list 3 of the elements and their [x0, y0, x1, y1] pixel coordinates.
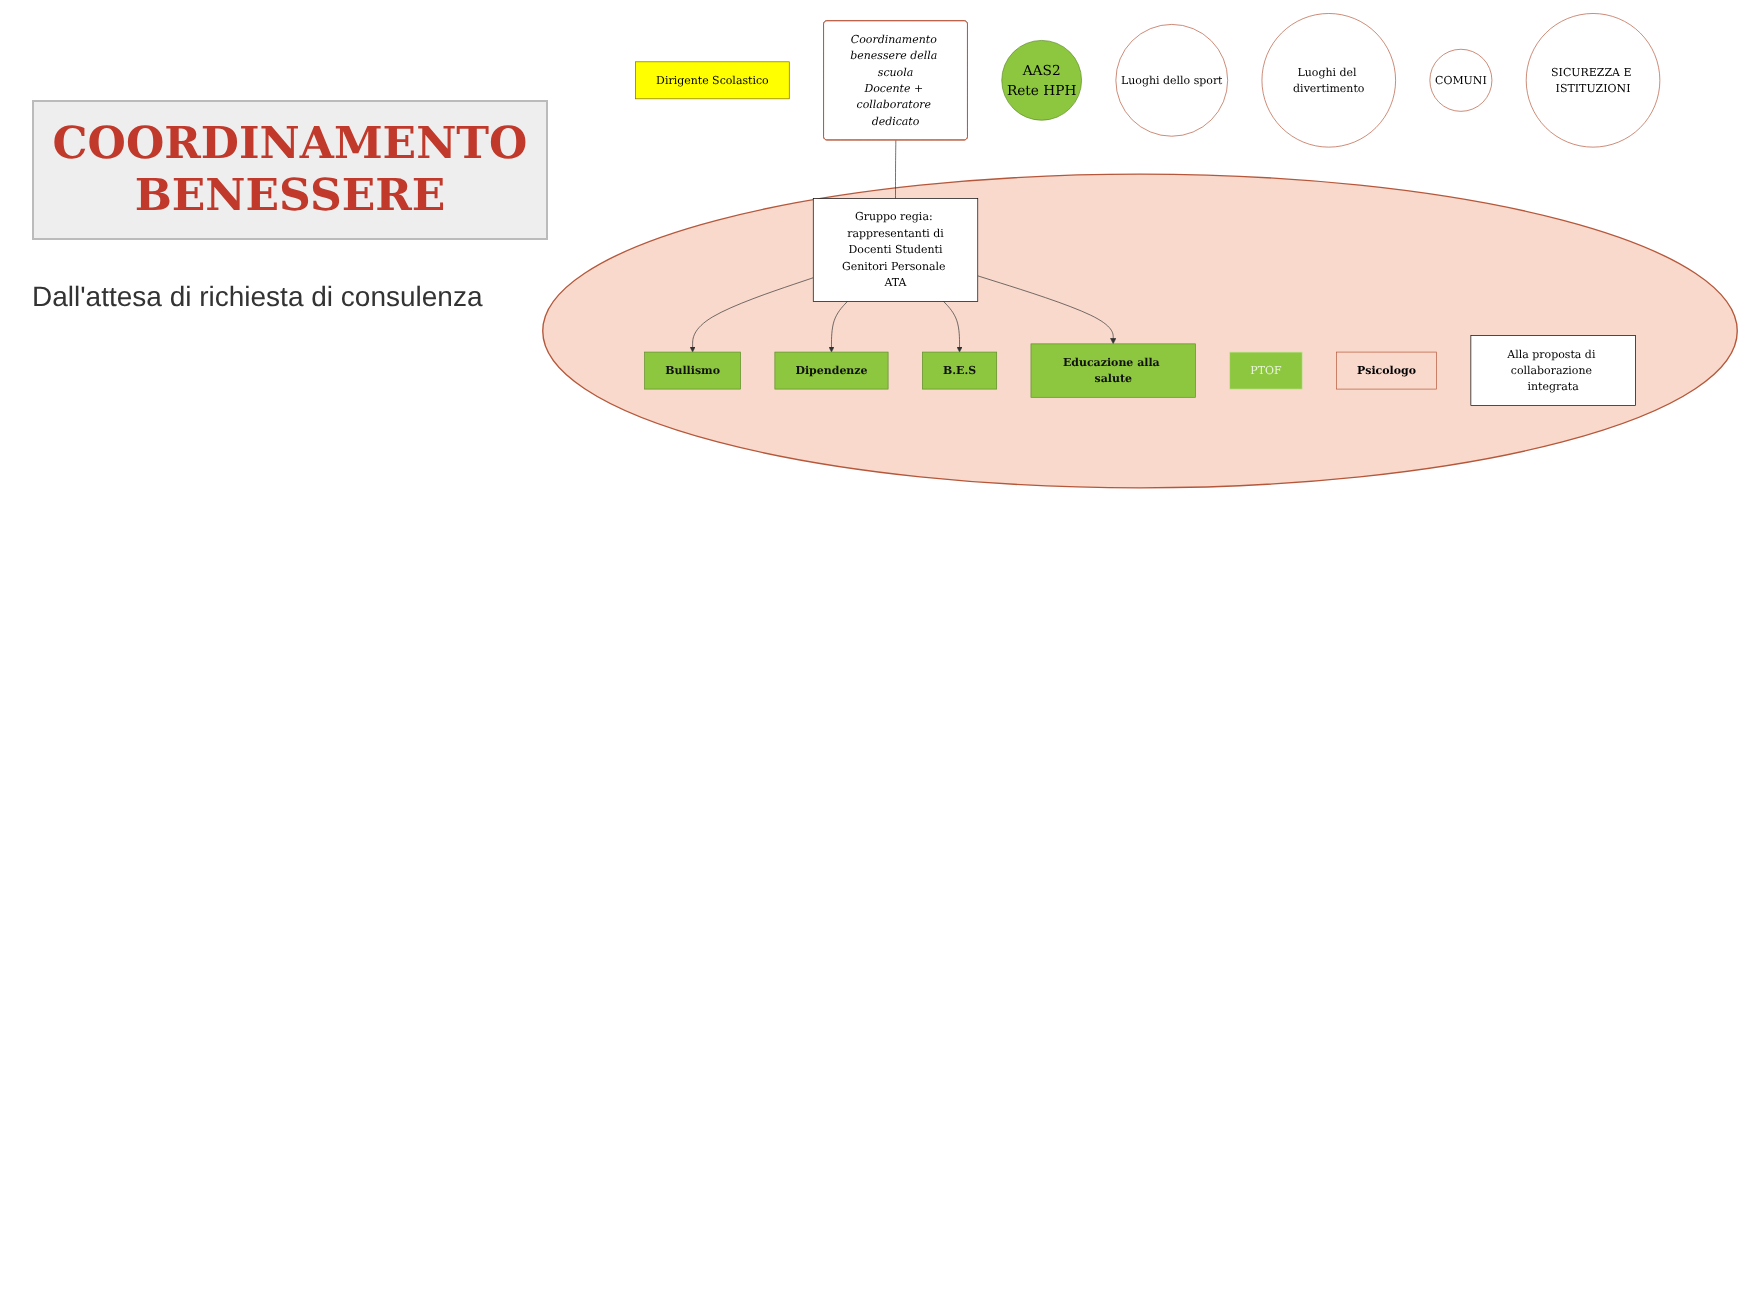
note-text: Dall'attesa di richiesta di consulenza: [32, 280, 485, 312]
title-banner: COORDINAMENTO BENESSERE: [32, 100, 548, 240]
connector: [895, 139, 897, 199]
